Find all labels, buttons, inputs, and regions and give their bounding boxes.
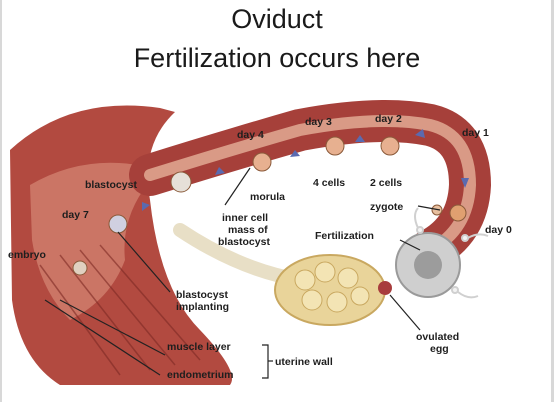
label-egg: egg [430,343,449,355]
ovulating-follicle [378,281,392,295]
diagram-title: Oviduct [231,4,323,34]
label-endometrium: endometrium [167,369,234,381]
label-blastocyst-implanting-2: implanting [176,301,229,313]
label-day1: day 1 [462,127,489,139]
label-blastocyst: blastocyst [85,179,137,191]
label-zygote: zygote [370,201,403,213]
label-2-cells: 2 cells [370,177,402,189]
diagram-subtitle: Fertilization occurs here [133,43,421,73]
uterine-cavity [30,162,160,320]
label-mass-of: mass of [228,224,268,236]
blastocyst-stage [170,171,192,193]
day0-egg [449,204,467,222]
label-ovulated: ovulated [416,331,459,343]
label-fertilization: Fertilization [315,230,374,242]
label-day7: day 7 [62,209,89,221]
ovary-follicles [294,261,370,313]
label-day4: day 4 [237,129,264,141]
morula-stage [252,152,272,172]
label-blastocyst-implanting-1: blastocyst [176,289,228,301]
egg-nucleus [414,251,442,279]
four-cell-embryo [325,136,345,156]
label-muscle-layer: muscle layer [167,341,231,353]
sperm-cells [414,207,489,299]
label-day0: day 0 [485,224,512,236]
leader-lines [44,167,441,379]
label-morula: morula [250,191,285,203]
two-cell-embryo [380,136,400,156]
label-day3: day 3 [305,116,332,128]
label-embryo: embryo [8,249,46,261]
label-inner-blastocyst: blastocyst [218,236,270,248]
label-day2: day 2 [375,113,402,125]
direction-arrows [142,129,469,211]
muscle-fibers [39,244,201,376]
label-uterine-wall: uterine wall [275,356,333,368]
embryo-stage [72,260,88,276]
label-4-cells: 4 cells [313,177,345,189]
label-inner-cell: inner cell [222,212,268,224]
oviduct-lumen [144,115,477,256]
embryo-stages [72,136,467,276]
day7-blastocyst [108,214,128,234]
